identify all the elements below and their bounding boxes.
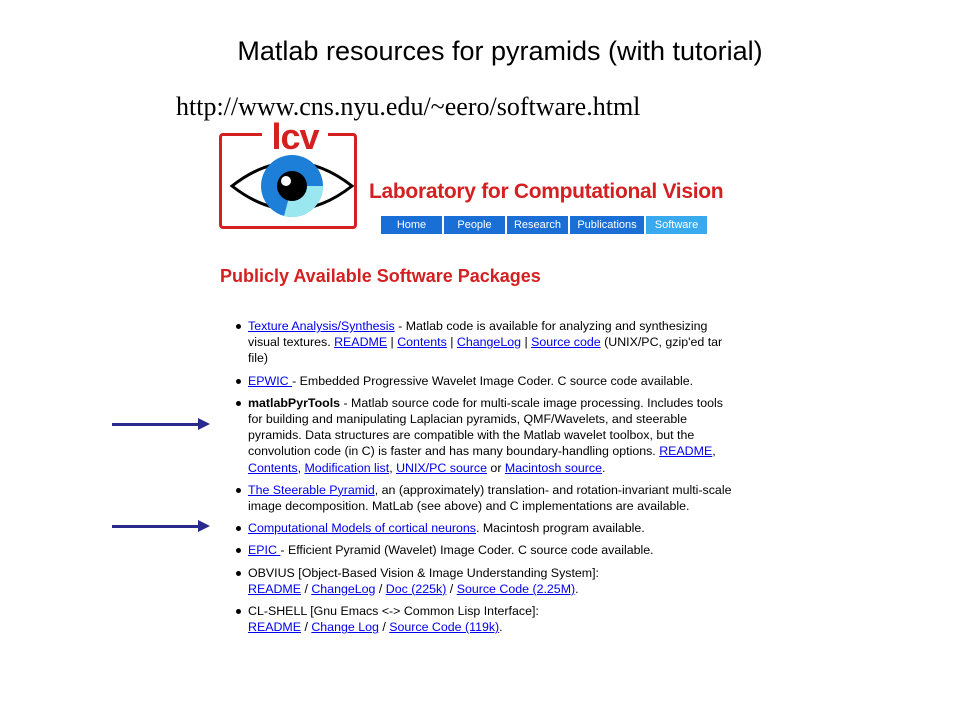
- texture-link[interactable]: Texture Analysis/Synthesis: [248, 319, 395, 333]
- changelog-link[interactable]: Change Log: [311, 620, 379, 635]
- bullet-icon: [236, 487, 241, 493]
- unix-pc-source-link[interactable]: UNIX/PC source: [396, 460, 487, 475]
- list-item: EPWIC - Embedded Progressive Wavelet Ima…: [236, 373, 736, 389]
- contents-link[interactable]: Contents: [397, 335, 447, 350]
- contents-link[interactable]: Contents: [248, 460, 298, 475]
- matlabpyrtools-title: matlabPyrTools: [248, 395, 341, 410]
- modification-list-link[interactable]: Modification list: [304, 460, 390, 475]
- lcv-logo-text: lcv: [262, 119, 328, 157]
- nav-software[interactable]: Software: [646, 216, 707, 234]
- doc-link[interactable]: Doc (225k): [385, 581, 447, 596]
- list-item: EPIC - Efficient Pyramid (Wavelet) Image…: [236, 542, 736, 558]
- readme-link[interactable]: README: [248, 620, 302, 635]
- list-item: The Steerable Pyramid, an (approximately…: [236, 482, 736, 514]
- bullet-icon: [236, 570, 241, 576]
- page-url: http://www.cns.nyu.edu/~eero/software.ht…: [176, 92, 641, 121]
- list-item: OBVIUS [Object-Based Vision & Image Unde…: [236, 565, 736, 597]
- steerable-pyramid-link[interactable]: The Steerable Pyramid: [248, 482, 375, 497]
- lab-title: Laboratory for Computational Vision: [369, 180, 724, 203]
- bullet-icon: [236, 400, 241, 406]
- site-nav: Home People Research Publications Softwa…: [381, 216, 709, 234]
- bullet-icon: [236, 609, 241, 615]
- bullet-icon: [236, 526, 241, 532]
- nav-people[interactable]: People: [444, 216, 505, 234]
- list-item: Computational Models of cortical neurons…: [236, 520, 736, 536]
- readme-link[interactable]: README: [248, 581, 302, 596]
- source-code-link[interactable]: Source Code (119k): [389, 620, 500, 635]
- list-item: CL-SHELL [Gnu Emacs <-> Common Lisp Inte…: [236, 603, 736, 635]
- source-code-link[interactable]: Source Code (2.25M): [456, 581, 576, 596]
- macintosh-source-link[interactable]: Macintosh source: [504, 460, 602, 475]
- nav-home[interactable]: Home: [381, 216, 442, 234]
- changelog-link[interactable]: ChangeLog: [311, 581, 376, 596]
- cortical-neurons-link[interactable]: Computational Models of cortical neurons: [248, 521, 476, 536]
- bullet-icon: [236, 324, 241, 329]
- list-item: Texture Analysis/Synthesis - Matlab code…: [236, 318, 736, 367]
- cl-shell-title: CL-SHELL [Gnu Emacs <-> Common Lisp Inte…: [248, 604, 539, 619]
- bullet-icon: [236, 548, 241, 554]
- slide-title: Matlab resources for pyramids (with tuto…: [237, 36, 763, 66]
- package-list: Texture Analysis/Synthesis - Matlab code…: [236, 318, 736, 641]
- page-heading: Publicly Available Software Packages: [220, 266, 541, 286]
- epwic-link[interactable]: EPWIC: [248, 373, 293, 388]
- source-code-link[interactable]: Source code: [531, 335, 601, 350]
- nav-publications[interactable]: Publications: [570, 216, 644, 234]
- readme-link[interactable]: README: [334, 335, 388, 350]
- nav-research[interactable]: Research: [507, 216, 568, 234]
- readme-link[interactable]: README: [659, 444, 713, 459]
- eye-logo-icon: [229, 155, 355, 218]
- bullet-icon: [236, 378, 241, 384]
- changelog-link[interactable]: ChangeLog: [456, 335, 521, 350]
- list-item: matlabPyrTools - Matlab source code for …: [236, 395, 736, 476]
- obvius-title: OBVIUS [Object-Based Vision & Image Unde…: [248, 565, 600, 580]
- epic-link[interactable]: EPIC: [248, 543, 281, 558]
